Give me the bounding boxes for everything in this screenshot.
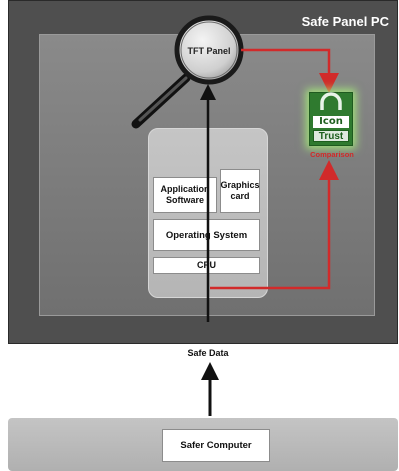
safe-data-arrowhead bbox=[201, 362, 219, 380]
safe-data-label: Safe Data bbox=[187, 348, 229, 358]
tft-panel-label: TFT Panel bbox=[187, 46, 231, 56]
icon-word: Icon bbox=[313, 116, 349, 128]
safer-computer-box: Safer Computer bbox=[162, 429, 270, 462]
application-software-box: Application Software bbox=[153, 177, 217, 213]
cpu-box: CPU bbox=[153, 257, 260, 274]
comparison-label: Comparison bbox=[310, 150, 354, 159]
tft-to-trust-arrow bbox=[241, 48, 339, 93]
cpu-to-tft-arrowhead bbox=[200, 84, 216, 100]
operating-system-box: Operating System bbox=[153, 219, 260, 251]
panel-title: Safe Panel PC bbox=[301, 14, 389, 29]
cpu-to-comparison-arrow bbox=[210, 160, 339, 290]
graphics-card-box: Graphics card bbox=[220, 169, 260, 213]
trust-word: Trust bbox=[313, 130, 349, 142]
